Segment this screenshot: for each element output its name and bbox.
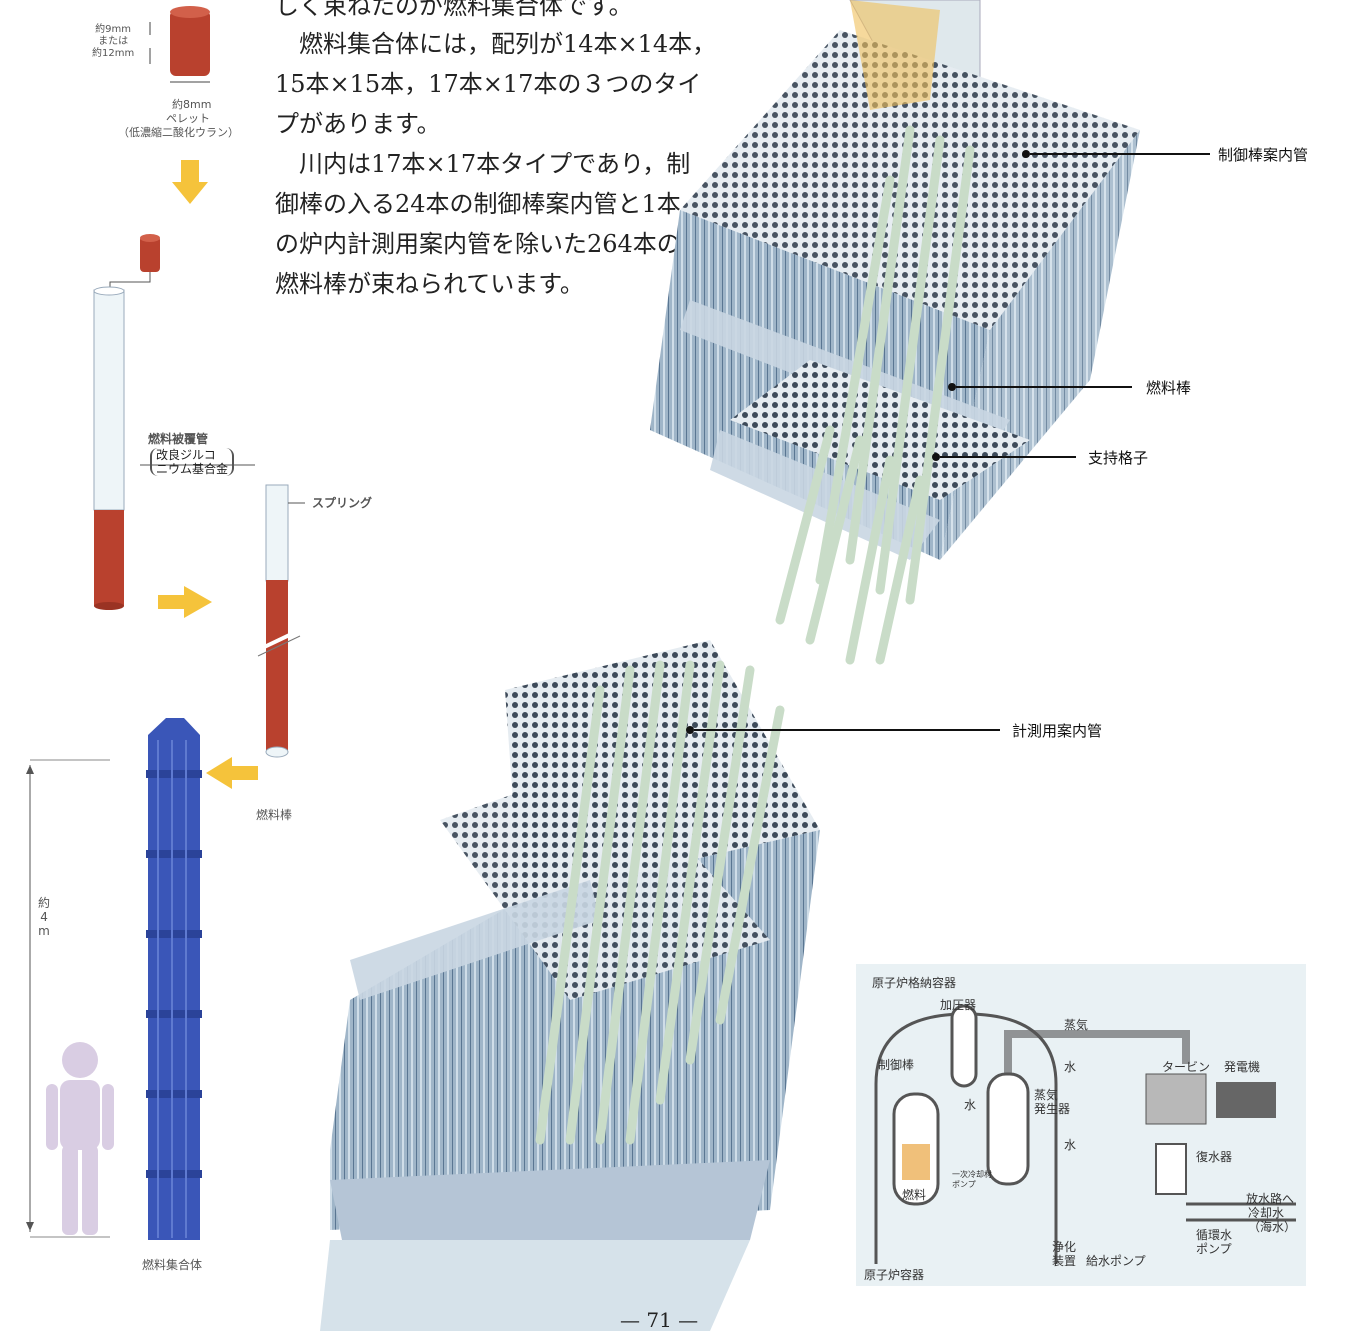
plant-label-feed-pump: 給水ポンプ (1086, 1254, 1146, 1268)
upper-assembly (650, 0, 1140, 665)
plant-label-pressurizer: 加圧器 (940, 998, 977, 1012)
fuel-rod-label: 燃料棒 (256, 808, 293, 822)
callout-dot-instrument-guide (686, 726, 694, 734)
fuel-assembly-label: 燃料集合体 (142, 1258, 203, 1272)
plant-label-control-rod: 制御棒 (878, 1058, 915, 1072)
intro-paragraph-2: 川内は17本×17本タイプであり，制 御棒の入る24本の制御棒案内管と1本 の炉… (275, 144, 745, 304)
callout-dot-support-grid (932, 453, 940, 461)
callout-line-instrument-guide (694, 729, 1000, 731)
plant-label-discharge: 放水路へ (1246, 1192, 1295, 1206)
lower-assembly (320, 640, 820, 1331)
plant-label-circ-pump: 循環水 ポンプ (1196, 1228, 1233, 1256)
callout-line-support-grid (940, 456, 1076, 458)
pellet-label: ペレット (166, 112, 210, 125)
intro-p2-line-1: 川内は17本×17本タイプであり，制 (299, 150, 691, 178)
plant-label-water-1: 水 (1064, 1060, 1077, 1074)
person-silhouette-icon (46, 1042, 114, 1235)
small-pellet-icon (140, 234, 160, 272)
intro-top-line: しく束ねたのが燃料集合体です。 (275, 0, 633, 20)
cladding-material-label: 改良ジルコ ニウム基合金 (150, 448, 235, 476)
label-fuel-rod: 燃料棒 (1146, 379, 1192, 397)
plant-label-coolant-pump: 一次冷却材 ポンプ (952, 1170, 992, 1189)
intro-p2-line-2: 御棒の入る24本の制御棒案内管と1本 (275, 190, 681, 218)
fuel-rod-icon (257, 484, 301, 758)
label-support-grid: 支持格子 (1088, 449, 1149, 467)
callout-dot-control-rod-guide (1022, 150, 1030, 158)
callout-line-control-rod-guide (1030, 153, 1210, 155)
callout-dot-fuel-rod (948, 383, 956, 391)
intro-p2-line-3: の炉内計測用案内管を除いた264本の (275, 230, 681, 258)
pwr-plant-schematic (874, 1004, 1296, 1264)
intro-p1-line-3: プがあります。 (275, 110, 441, 138)
down-arrow-icon (172, 160, 208, 204)
fuel-assembly-icon (146, 718, 202, 1240)
plant-label-purifier: 浄化 装置 (1052, 1240, 1077, 1268)
callout-line-fuel-rod (956, 386, 1132, 388)
intro-paragraph-1: 燃料集合体には，配列が14本×14本， 15本×15本，17本×17本の３つのタ… (275, 24, 745, 144)
page-number: — 71 — (620, 1308, 699, 1332)
pellet-material-label: （低濃縮二酸化ウラン） (118, 126, 239, 139)
plant-label-reactor-vessel: 原子炉容器 (864, 1268, 925, 1282)
plant-label-condenser: 復水器 (1196, 1150, 1233, 1164)
spring-label: スプリング (312, 496, 373, 510)
pellet-width-label: 約8mm (172, 98, 212, 111)
plant-label-fuel: 燃料 (902, 1188, 927, 1202)
plant-label-turbine: タービン (1162, 1060, 1211, 1074)
plant-label-water-2: 水 (964, 1098, 977, 1112)
pellet-height-label: 約9mm または 約12mm (92, 24, 135, 59)
left-arrow-icon (206, 757, 258, 789)
fuel-assembly-cutaway-illustration (320, 0, 1140, 1331)
plant-label-steam: 蒸気 (1064, 1018, 1089, 1032)
plant-label-containment: 原子炉格納容器 (872, 976, 957, 990)
intro-p1-line-1: 燃料集合体には，配列が14本×14本， (299, 30, 717, 58)
label-instrument-guide-tube: 計測用案内管 (1012, 722, 1103, 740)
right-arrow-icon (158, 586, 212, 618)
cladding-tube-label: 燃料被覆管 (148, 432, 209, 446)
plant-label-cooling-water: 冷却水 （海水） (1248, 1206, 1297, 1234)
intro-p2-line-4: 燃料棒が束ねられています。 (275, 270, 584, 298)
fuel-assembly-process-diagram (26, 6, 305, 1240)
label-control-rod-guide-tube: 制御棒案内管 (1218, 146, 1309, 164)
pellet-icon (170, 6, 210, 76)
pwr-plant-diagram: 原子炉格納容器 加圧器 蒸気 制御棒 水 タービン 発電機 水 蒸気 発生器 水… (856, 964, 1306, 1286)
cladding-tube-icon (93, 286, 125, 610)
assembly-height-label: 約 4 m (38, 896, 51, 938)
intro-p1-line-2: 15本×15本，17本×17本の３つのタイ (275, 70, 702, 98)
plant-label-steam-generator: 蒸気 発生器 (1034, 1088, 1071, 1116)
plant-label-water-3: 水 (1064, 1138, 1077, 1152)
plant-label-generator: 発電機 (1224, 1060, 1261, 1074)
